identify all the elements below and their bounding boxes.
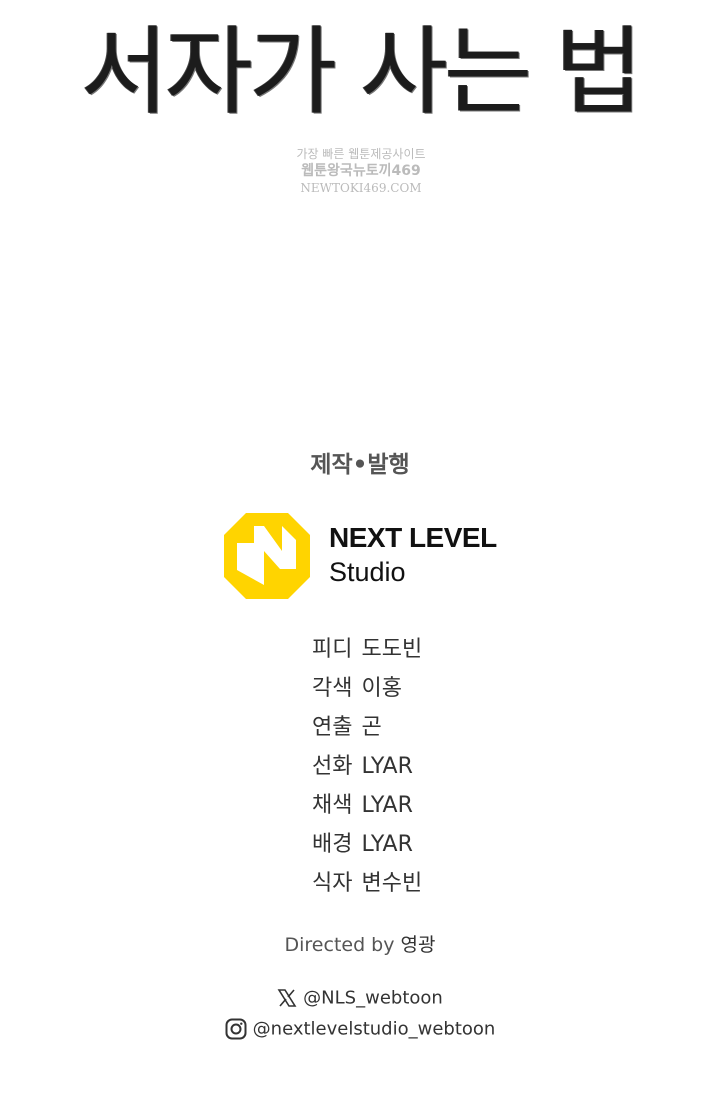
credit-name: LYAR <box>361 832 413 857</box>
credit-role: 각색 <box>312 676 353 701</box>
x-account: @NLS_webtoon <box>0 987 720 1009</box>
watermark: 가장 빠른 웹툰제공사이트 웹툰왕국뉴토끼469 NEWTOKI469.COM <box>286 146 436 197</box>
next-level-studio-logo-icon <box>224 513 310 599</box>
credit-role: 식자 <box>312 871 353 896</box>
director-label: Directed by <box>284 934 395 956</box>
credit-row: 식자 변수빈 <box>312 869 422 908</box>
credit-row: 피디 도도빈 <box>312 635 422 674</box>
credit-row: 선화 LYAR <box>312 752 422 791</box>
credit-role: 피디 <box>312 637 353 662</box>
credit-role: 연출 <box>312 715 353 740</box>
instagram-handle: @nextlevelstudio_webtoon <box>252 1018 496 1040</box>
credits-list: 피디 도도빈 각색 이홍 연출 곤 선화 LYAR 채색 LYAR 배경 LYAR 식자 변수… <box>312 635 422 908</box>
watermark-line: 웹툰왕국뉴토끼469 <box>301 163 421 179</box>
credit-row: 연출 곤 <box>312 713 422 752</box>
x-logo-icon <box>277 989 297 1007</box>
credit-name: 이홍 <box>361 676 402 701</box>
credit-row: 채색 LYAR <box>312 791 422 830</box>
credit-name: LYAR <box>361 754 413 779</box>
credit-role: 배경 <box>312 832 353 857</box>
instagram-account: @nextlevelstudio_webtoon <box>0 1018 720 1040</box>
webtoon-title-logo: 서자가 사는 법 <box>80 16 644 128</box>
credit-name: 변수빈 <box>361 871 423 896</box>
credit-name: 곤 <box>361 715 382 740</box>
publisher-name-line2: Studio <box>329 557 406 587</box>
publisher-name-line1: NEXT LEVEL <box>329 522 497 553</box>
credit-role: 채색 <box>312 793 353 818</box>
credit-role: 선화 <box>312 754 353 779</box>
watermark-line: 가장 빠른 웹툰제공사이트 <box>296 147 426 161</box>
instagram-icon <box>225 1018 247 1040</box>
director-credit: Directed by 영광 <box>0 930 720 957</box>
credit-row: 배경 LYAR <box>312 830 422 869</box>
watermark-line: NEWTOKI469.COM <box>300 181 422 195</box>
director-name: 영광 <box>400 934 436 956</box>
credit-row: 각색 이홍 <box>312 674 422 713</box>
credit-name: 도도빈 <box>361 637 423 662</box>
publisher-name: NEXT LEVEL Studio <box>329 522 497 590</box>
credit-name: LYAR <box>361 793 413 818</box>
x-handle: @NLS_webtoon <box>303 987 443 1009</box>
publisher-heading: 제작•발행 <box>310 452 410 478</box>
